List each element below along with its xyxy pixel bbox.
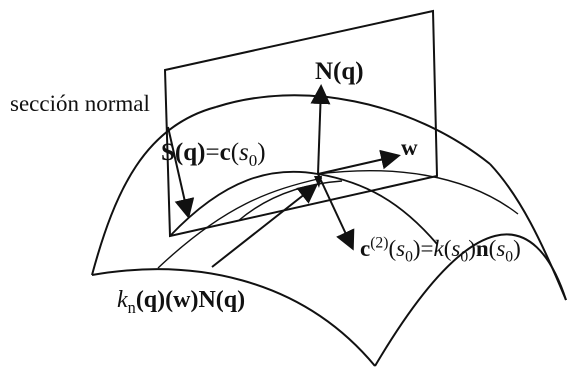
normal-curvature-subscript-label: n — [127, 297, 136, 317]
surface-point-subscript-label: 0 — [248, 151, 258, 170]
normal-s-label: s — [496, 236, 506, 261]
second-derivative-c-label: c — [360, 236, 371, 261]
normal-section-label: sección normal — [10, 91, 150, 116]
second-derivative-superscript-label: (2) — [370, 234, 389, 252]
curvature-s-label: s — [451, 236, 461, 261]
surface-point-close-label: ) — [257, 139, 266, 166]
curvature-open-label: ( — [443, 236, 452, 261]
surface-front-right-edge — [374, 233, 567, 367]
normal-vector-label: N(q) — [315, 58, 364, 85]
surface-left-edge — [91, 106, 217, 276]
surface-point-s-label: s — [239, 139, 249, 166]
second-derivative-equation: c(2)(s0)=k(s0)n(s0) — [360, 234, 521, 265]
curvature-subscript-label: 0 — [460, 248, 469, 266]
normal-curvature-label: kn(q)(w)N(q) — [117, 287, 246, 315]
w-label: w — [401, 135, 418, 160]
surface-right-curve — [317, 170, 519, 215]
second-derivative-s-label: s — [396, 236, 406, 261]
surface-point-marker — [314, 176, 322, 188]
normal-vector-arrow — [310, 84, 331, 175]
normal-subscript-label: 0 — [505, 248, 514, 266]
surface-lower-curve — [157, 177, 323, 269]
second-derivative-mid-label: )= — [412, 236, 434, 261]
surface-right-edge — [489, 163, 567, 301]
normal-plane — [163, 9, 439, 238]
normal-curvature-pointer-arrow — [211, 183, 319, 268]
surface-top-edge — [215, 94, 491, 165]
second-derivative-subscript-label: 0 — [405, 248, 413, 266]
normal-close-label: ) — [513, 236, 521, 261]
normal-curvature-k-label: k — [117, 287, 128, 313]
normal-curvature-expression-label: (q)(w)N(q) — [135, 287, 246, 313]
surface-point-left-label: S(q) — [161, 139, 206, 166]
w-vector-arrow — [317, 149, 401, 175]
curvature-k-label: k — [433, 236, 444, 261]
surface-point-label: S(q)=c(s0) — [161, 139, 266, 169]
surface-point-open-label: ( — [230, 139, 240, 166]
curvature-vector-arrow — [317, 173, 355, 251]
surface-point-c-label: c — [219, 139, 231, 166]
normal-section-pointer-arrow — [167, 126, 195, 219]
surface-bottom-edge — [91, 268, 376, 367]
surface-point-equals-label: = — [205, 139, 220, 166]
normal-open-label: ( — [488, 236, 497, 261]
second-derivative-open-label: ( — [388, 236, 397, 261]
surface-inner-left-curve — [237, 180, 343, 222]
normal-n-label: n — [475, 236, 489, 261]
curvature-close-label: ) — [468, 236, 476, 261]
